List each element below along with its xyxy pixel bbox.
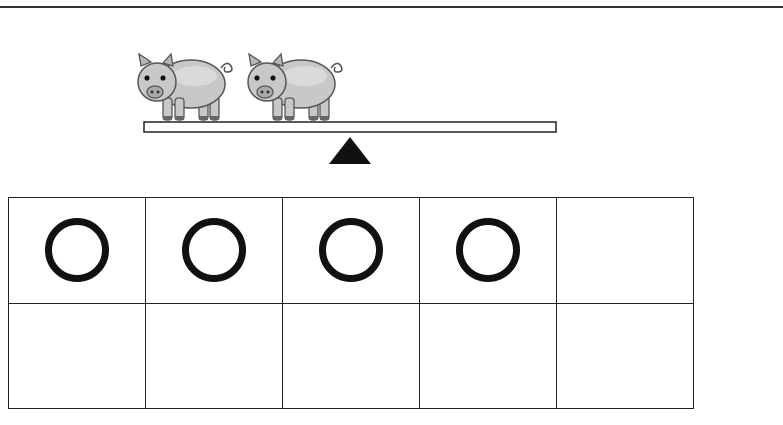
circle-counter-icon — [319, 218, 383, 282]
circle-counter-icon — [456, 218, 520, 282]
ten-frame-cell — [9, 198, 146, 304]
ten-frame-cell — [9, 304, 146, 410]
pig-icon — [248, 54, 342, 120]
ten-frame-cell — [146, 198, 283, 304]
circle-counter-icon — [182, 218, 246, 282]
balance-beam — [144, 122, 556, 132]
pig-icon — [138, 54, 232, 120]
ten-frame-cell — [557, 198, 694, 304]
ten-frame — [8, 197, 694, 409]
ten-frame-cell — [283, 304, 420, 410]
ten-frame-cell — [283, 198, 420, 304]
ten-frame-cell — [557, 304, 694, 410]
ten-frame-cell — [420, 304, 557, 410]
ten-frame-cell — [146, 304, 283, 410]
ten-frame-cell — [420, 198, 557, 304]
fulcrum-icon — [329, 137, 371, 164]
balance-scale — [0, 0, 783, 190]
circle-counter-icon — [45, 218, 109, 282]
